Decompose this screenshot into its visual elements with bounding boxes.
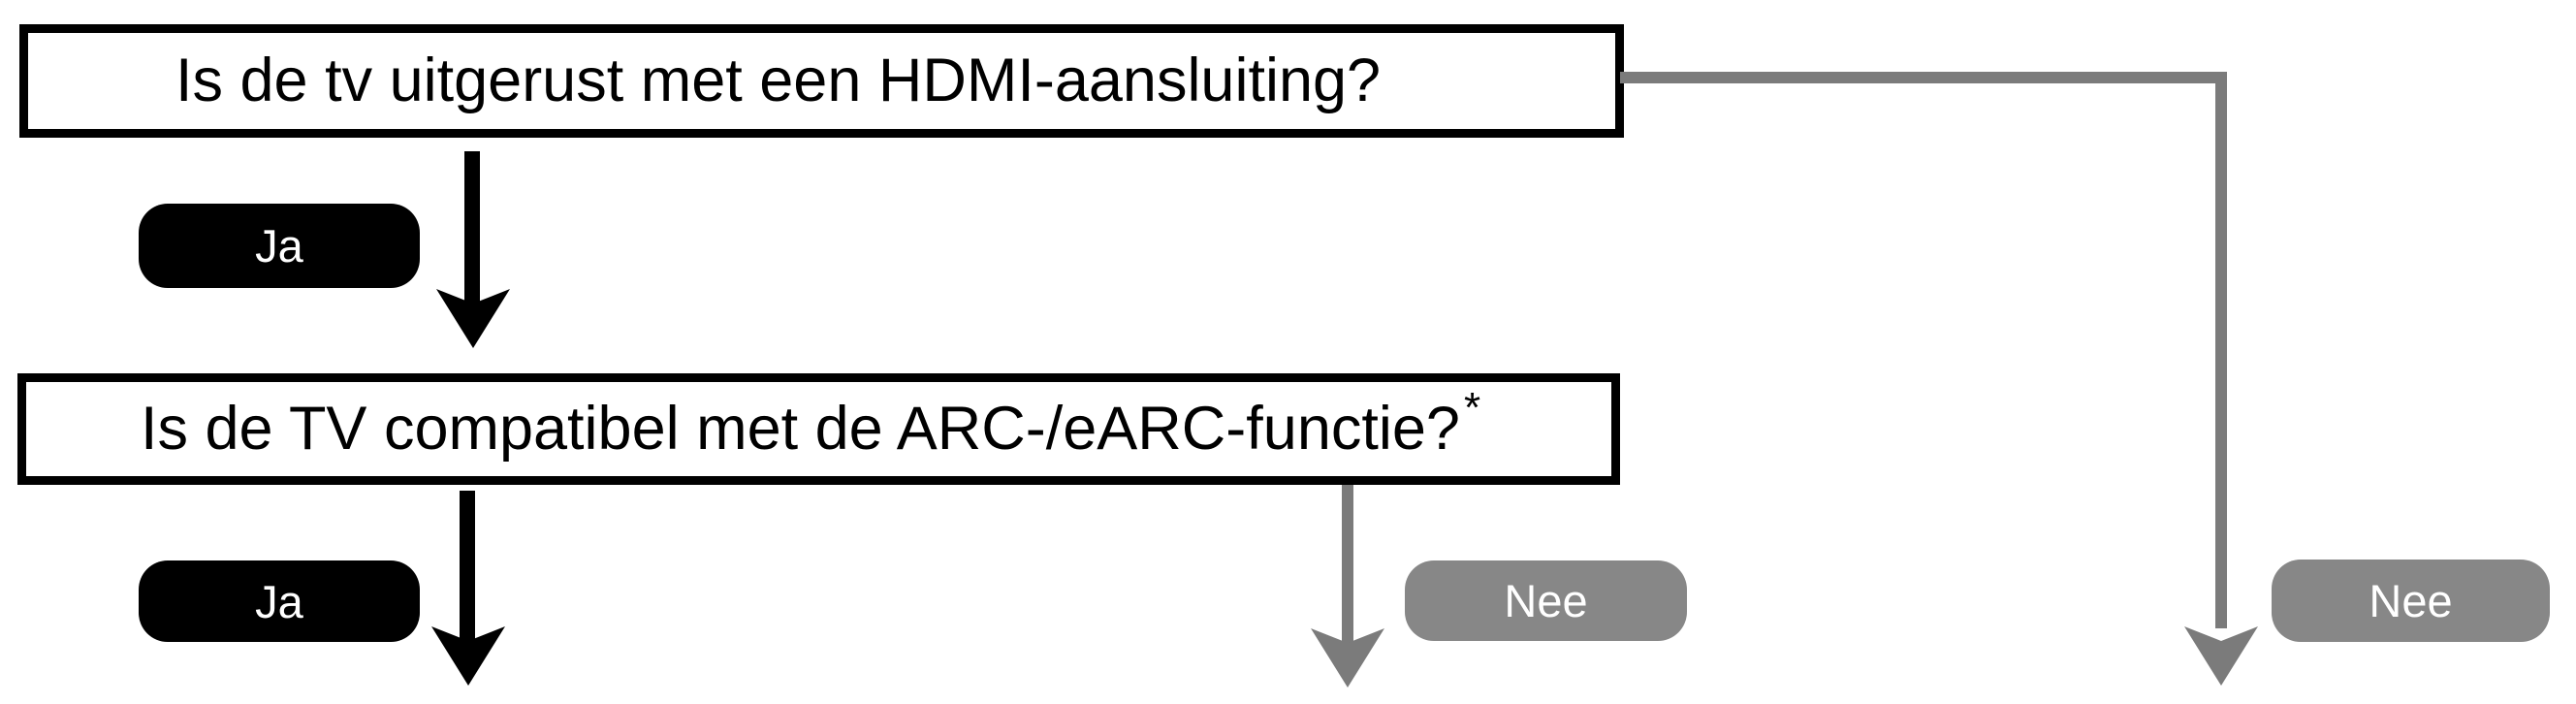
badge-nee-right-label: Nee: [2369, 575, 2453, 626]
down-arrow-no-mid-icon: [1311, 485, 1384, 688]
question-box-arc-label: Is de TV compatibel met de ARC-/eARC-fun…: [141, 395, 1460, 463]
connector-no-right-horizontal-line: [1620, 72, 2227, 83]
badge-nee-right: Nee: [2272, 560, 2550, 642]
question-box-arc: Is de TV compatibel met de ARC-/eARC-fun…: [17, 373, 1620, 485]
footnote-asterisk: *: [1463, 383, 1481, 432]
question-box-hdmi: Is de tv uitgerust met een HDMI-aansluit…: [19, 24, 1624, 138]
badge-ja-2: Ja: [139, 560, 420, 642]
badge-ja-1: Ja: [139, 204, 420, 288]
question-box-hdmi-label: Is de tv uitgerust met een HDMI-aansluit…: [175, 47, 1382, 114]
down-arrow-yes-2-icon: [431, 491, 505, 686]
badge-nee-mid-label: Nee: [1504, 575, 1588, 626]
down-arrow-yes-1-icon: [436, 151, 510, 348]
down-arrow-no-right-icon: [2184, 626, 2258, 686]
connector-no-right-vertical-line: [2215, 72, 2227, 628]
badge-ja-1-label: Ja: [255, 220, 303, 272]
badge-ja-2-label: Ja: [255, 575, 303, 627]
badge-nee-mid: Nee: [1405, 560, 1687, 641]
